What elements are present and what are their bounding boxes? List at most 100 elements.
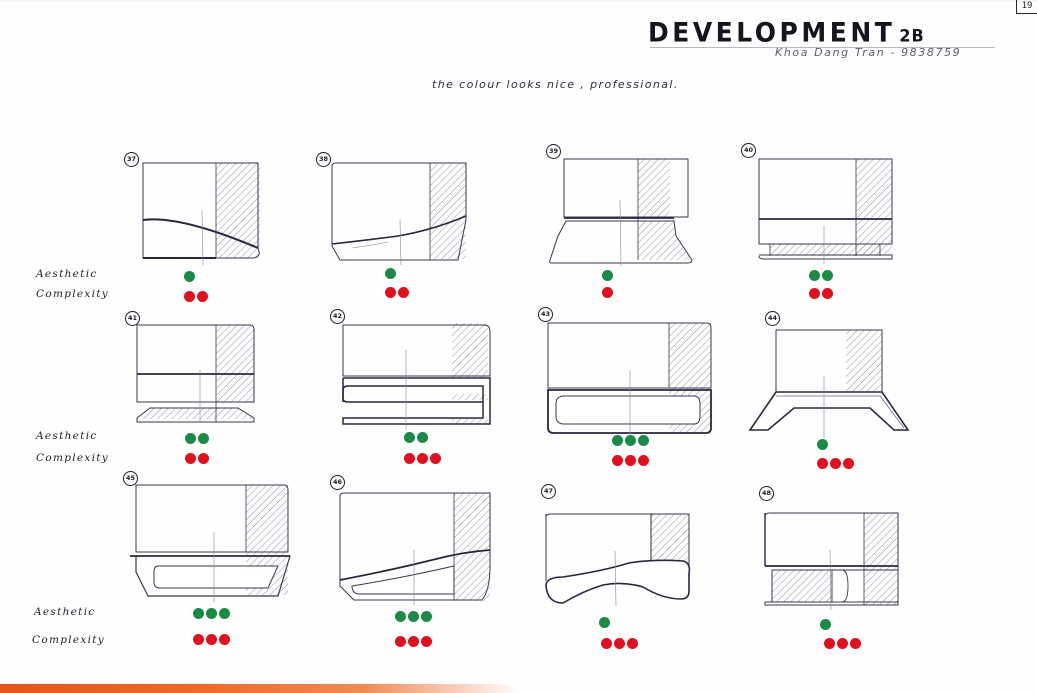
row2-aesthetic-label: Aesthetic <box>36 430 98 442</box>
aesthetic-dot <box>820 619 831 630</box>
complexity-dot <box>398 287 409 298</box>
row3-complexity-label: Complexity <box>32 634 106 646</box>
sketch-drawing <box>142 162 260 266</box>
concept-number: 45 <box>123 471 138 486</box>
aesthetic-rating <box>404 432 428 443</box>
complexity-dot <box>822 288 833 299</box>
title-underline <box>650 47 995 48</box>
complexity-rating <box>809 288 833 299</box>
complexity-rating <box>817 458 854 469</box>
sketch-drawing <box>342 323 491 430</box>
aesthetic-rating <box>820 619 831 630</box>
aesthetic-dot <box>417 432 428 443</box>
sketch-drawing <box>764 512 899 611</box>
sketch-drawing <box>758 158 893 264</box>
complexity-dot <box>817 458 828 469</box>
aesthetic-dot <box>184 271 195 282</box>
title-text: DEVELOPMENT <box>648 17 896 48</box>
concept-number: 44 <box>765 311 780 326</box>
complexity-dot <box>184 291 195 302</box>
row3-aesthetic-label: Aesthetic <box>34 606 96 618</box>
concept-number: 42 <box>330 309 345 324</box>
aesthetic-dot <box>638 435 649 446</box>
concept-number: 37 <box>124 152 139 167</box>
complexity-rating <box>184 291 208 302</box>
aesthetic-dot <box>395 611 406 622</box>
complexity-dot <box>395 636 406 647</box>
aesthetic-rating <box>395 611 432 622</box>
sketch-drawing <box>549 158 693 267</box>
title-suffix: 2B <box>899 25 925 46</box>
sketch-drawing <box>547 322 712 438</box>
complexity-dot <box>430 453 441 464</box>
aesthetic-rating <box>602 270 613 281</box>
complexity-dot <box>612 455 623 466</box>
complexity-rating <box>404 453 441 464</box>
aesthetic-dot <box>385 268 396 279</box>
complexity-dot <box>185 453 196 464</box>
sketch-drawing <box>136 324 255 423</box>
aesthetic-dot <box>625 435 636 446</box>
complexity-dot <box>627 638 638 649</box>
sketch-drawing <box>130 484 291 602</box>
concept-number: 39 <box>546 144 561 159</box>
sketch-drawing <box>748 329 910 438</box>
complexity-dot <box>638 455 649 466</box>
aesthetic-dot <box>193 608 204 619</box>
complexity-rating <box>385 287 409 298</box>
concept-number: 41 <box>125 311 140 326</box>
concept-number: 46 <box>330 475 345 490</box>
concept-number: 38 <box>316 152 331 167</box>
aesthetic-rating <box>809 270 833 281</box>
complexity-dot <box>602 287 613 298</box>
complexity-dot <box>408 636 419 647</box>
aesthetic-dot <box>599 617 610 628</box>
complexity-rating <box>824 638 861 649</box>
complexity-dot <box>601 638 612 649</box>
complexity-dot <box>197 291 208 302</box>
page-number: 19 <box>1016 0 1037 14</box>
aesthetic-dot <box>822 270 833 281</box>
concept-number: 40 <box>741 143 756 158</box>
sketch-drawing <box>545 513 691 607</box>
complexity-rating <box>601 638 638 649</box>
aesthetic-dot <box>185 433 196 444</box>
aesthetic-rating <box>185 433 209 444</box>
complexity-rating <box>602 287 613 298</box>
complexity-dot <box>625 455 636 466</box>
concept-number: 47 <box>541 484 556 499</box>
complexity-rating <box>185 453 209 464</box>
aesthetic-dot <box>602 270 613 281</box>
aesthetic-dot <box>219 608 230 619</box>
concept-number: 43 <box>538 307 553 322</box>
aesthetic-dot <box>809 270 820 281</box>
complexity-rating <box>395 636 432 647</box>
complexity-dot <box>843 458 854 469</box>
complexity-dot <box>809 288 820 299</box>
aesthetic-dot <box>206 608 217 619</box>
complexity-dot <box>830 458 841 469</box>
complexity-dot <box>421 636 432 647</box>
aesthetic-rating <box>599 617 610 628</box>
concept-number: 48 <box>759 486 774 501</box>
aesthetic-dot <box>421 611 432 622</box>
aesthetic-dot <box>408 611 419 622</box>
aesthetic-rating <box>193 608 230 619</box>
complexity-dot <box>193 634 204 645</box>
complexity-dot <box>404 453 415 464</box>
complexity-dot <box>824 638 835 649</box>
complexity-dot <box>206 634 217 645</box>
aesthetic-dot <box>404 432 415 443</box>
complexity-dot <box>385 287 396 298</box>
sketch-drawing <box>339 492 491 605</box>
complexity-rating <box>193 634 230 645</box>
row2-complexity-label: Complexity <box>36 452 110 464</box>
page-top-edge <box>0 0 1037 2</box>
row1-complexity-label: Complexity <box>36 288 110 300</box>
complexity-dot <box>850 638 861 649</box>
aesthetic-dot <box>198 433 209 444</box>
complexity-dot <box>837 638 848 649</box>
aesthetic-dot <box>612 435 623 446</box>
